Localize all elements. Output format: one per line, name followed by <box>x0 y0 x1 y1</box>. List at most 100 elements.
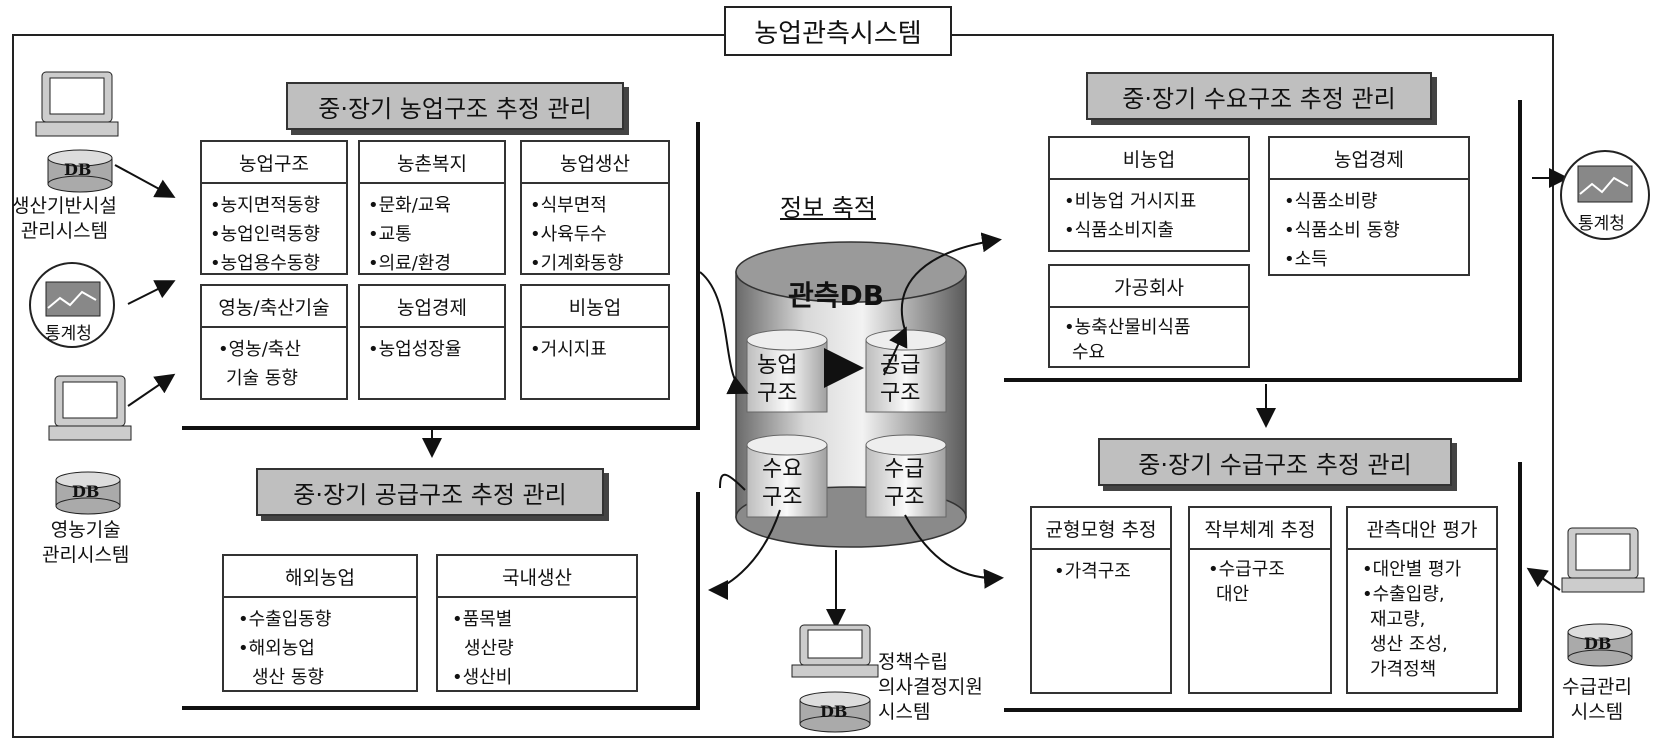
card-item: •식부면적 <box>530 195 607 216</box>
card-item: •농지면적동향 <box>210 195 320 216</box>
card-observation-evaluation: 관측대안 평가 •대안별 평가 •수출입량, 재고량, 생산 조성, 가격정책 <box>1346 506 1498 694</box>
arrow-farmtech <box>127 373 176 407</box>
card-item: •사육두수 <box>530 224 607 245</box>
card-body: •영농/축산 기술 동향 <box>202 328 346 400</box>
label-line: 정책수립 <box>878 651 948 673</box>
db-label-1: DB <box>64 160 92 179</box>
policy-label: 정책수립 의사결정지원 시스템 <box>878 650 983 725</box>
card-item: •품목별 <box>452 609 513 630</box>
arrow-db-to-supply <box>708 509 781 600</box>
card-item: •농업성장율 <box>368 339 462 360</box>
card-item: 가격정책 <box>1370 659 1437 680</box>
cyl-line: 수급 <box>884 457 925 482</box>
label-line: 시스템 <box>878 701 931 723</box>
stats-right-label: 통계청 <box>1578 214 1625 234</box>
card-demand-non-farm: 비농업 •비농업 거시지표 •식품소비지출 <box>1048 136 1250 252</box>
card-body: •수출입동향 •해외농업 생산 동향 <box>224 598 416 699</box>
card-header: 농업생산 <box>522 142 668 184</box>
card-header: 농촌복지 <box>360 142 504 184</box>
card-item: •수출입량, <box>1362 584 1445 605</box>
card-item: •가격구조 <box>1054 561 1131 582</box>
card-body: •수급구조 대안 <box>1190 550 1330 614</box>
card-item: •식품소비 동향 <box>1284 220 1400 241</box>
db-label-2: DB <box>72 482 100 501</box>
card-item: •교통 <box>368 224 412 245</box>
arrow-db-to-demand <box>900 232 1002 331</box>
card-body: •식품소비량 •식품소비 동향 •소득 <box>1270 180 1468 281</box>
inner-cylinders <box>746 329 947 518</box>
card-item: 기술 동향 <box>226 368 298 389</box>
arrow-db-to-supplydemand <box>904 514 1004 589</box>
card-farm-tech: 영농/축산기술 •영농/축산 기술 동향 <box>200 284 348 400</box>
info-accumulation-label: 정보 축적 <box>780 194 876 222</box>
diagram-title: 농업관측시스템 <box>724 6 952 56</box>
db-label-4: DB <box>1584 634 1612 653</box>
card-header: 비농업 <box>522 286 668 328</box>
card-header: 비농업 <box>1050 138 1248 180</box>
card-body: •가격구조 <box>1032 550 1170 593</box>
card-body: •식부면적 •사육두수 •기계화동향 <box>522 184 668 285</box>
card-item: •농업용수동향 <box>210 253 320 274</box>
card-item: •수급구조 <box>1208 559 1285 580</box>
computer-icon-4 <box>1561 527 1645 593</box>
card-body: •농업성장율 <box>360 328 504 371</box>
farm-structure-title: 중·장기 농업구조 추정 관리 <box>286 82 624 130</box>
cyl-line: 구조 <box>757 381 798 406</box>
arrow-supplymgmt <box>1526 567 1561 591</box>
label-line: 수급관리 <box>1562 676 1632 698</box>
card-item: 대안 <box>1216 584 1250 605</box>
card-rural-welfare: 농촌복지 •문화/교육 •교통 •의료/환경 <box>358 140 506 275</box>
card-item: •수출입동향 <box>238 609 332 630</box>
card-body: •농지면적동향 •농업인력동향 •농업용수동향 <box>202 184 346 285</box>
label-line: 관리시스템 <box>20 220 109 242</box>
card-header: 해외농업 <box>224 556 416 598</box>
label-line: 시스템 <box>1570 701 1624 723</box>
card-item: •거시지표 <box>530 339 607 360</box>
label-line: 의사결정지원 <box>878 676 983 698</box>
cyl-line: 공급 <box>880 353 921 378</box>
section-frame-lines <box>182 100 1522 712</box>
card-item: •농축산물비식품 <box>1064 317 1191 338</box>
card-header: 농업구조 <box>202 142 346 184</box>
card-item: •대안별 평가 <box>1362 559 1462 580</box>
stats-chart-icon-left <box>29 262 115 348</box>
card-item: •영농/축산 <box>218 339 301 360</box>
observation-db-label: 관측DB <box>788 279 885 312</box>
card-header: 농업경제 <box>1270 138 1468 180</box>
card-overseas-farming: 해외농업 •수출입동향 •해외농업 생산 동향 <box>222 554 418 692</box>
card-item: •문화/교육 <box>368 195 451 216</box>
db-icon-4 <box>1567 623 1633 667</box>
card-equilibrium-model: 균형모형 추정 •가격구조 <box>1030 506 1172 694</box>
stats-left-label: 통계청 <box>45 324 92 344</box>
card-body: •비농업 거시지표 •식품소비지출 <box>1050 180 1248 252</box>
production-base-label: 생산기반시설 관리시스템 <box>12 194 117 244</box>
demand-structure-title: 중·장기 수요구조 추정 관리 <box>1086 72 1432 120</box>
card-header: 국내생산 <box>438 556 636 598</box>
card-non-farm: 비농업 •거시지표 <box>520 284 670 400</box>
card-body: •농축산물비식품 수요 <box>1050 308 1248 372</box>
card-item: •비농업 거시지표 <box>1064 191 1197 212</box>
arrow-into-supply-cyl <box>883 326 908 376</box>
farming-tech-label: 영농기술 관리시스템 <box>42 518 129 568</box>
card-item: 재고량, <box>1370 609 1426 630</box>
card-farm-production: 농업생산 •식부면적 •사육두수 •기계화동향 <box>520 140 670 275</box>
card-item: •소득 <box>1284 249 1328 270</box>
computer-icon-1 <box>35 71 119 137</box>
stats-chart-icon-right <box>1560 150 1650 240</box>
card-item: 생산 동향 <box>252 667 324 688</box>
card-item: •생산비 <box>452 667 513 688</box>
card-body: •문화/교육 •교통 •의료/환경 <box>360 184 504 285</box>
card-farm-economy: 농업경제 •농업성장율 <box>358 284 506 400</box>
db-icon-1 <box>47 149 113 193</box>
card-body: •대안별 평가 •수출입량, 재고량, 생산 조성, 가격정책 <box>1348 550 1496 689</box>
card-domestic-production: 국내생산 •품목별 생산량 •생산비 <box>436 554 638 692</box>
cyl-line: 구조 <box>884 485 925 510</box>
card-header: 영농/축산기술 <box>202 286 346 328</box>
card-item: •기계화동향 <box>530 253 624 274</box>
arrow-supply-to-db <box>719 473 746 491</box>
cyl-line: 구조 <box>762 485 803 510</box>
computer-icon-3 <box>791 624 879 678</box>
